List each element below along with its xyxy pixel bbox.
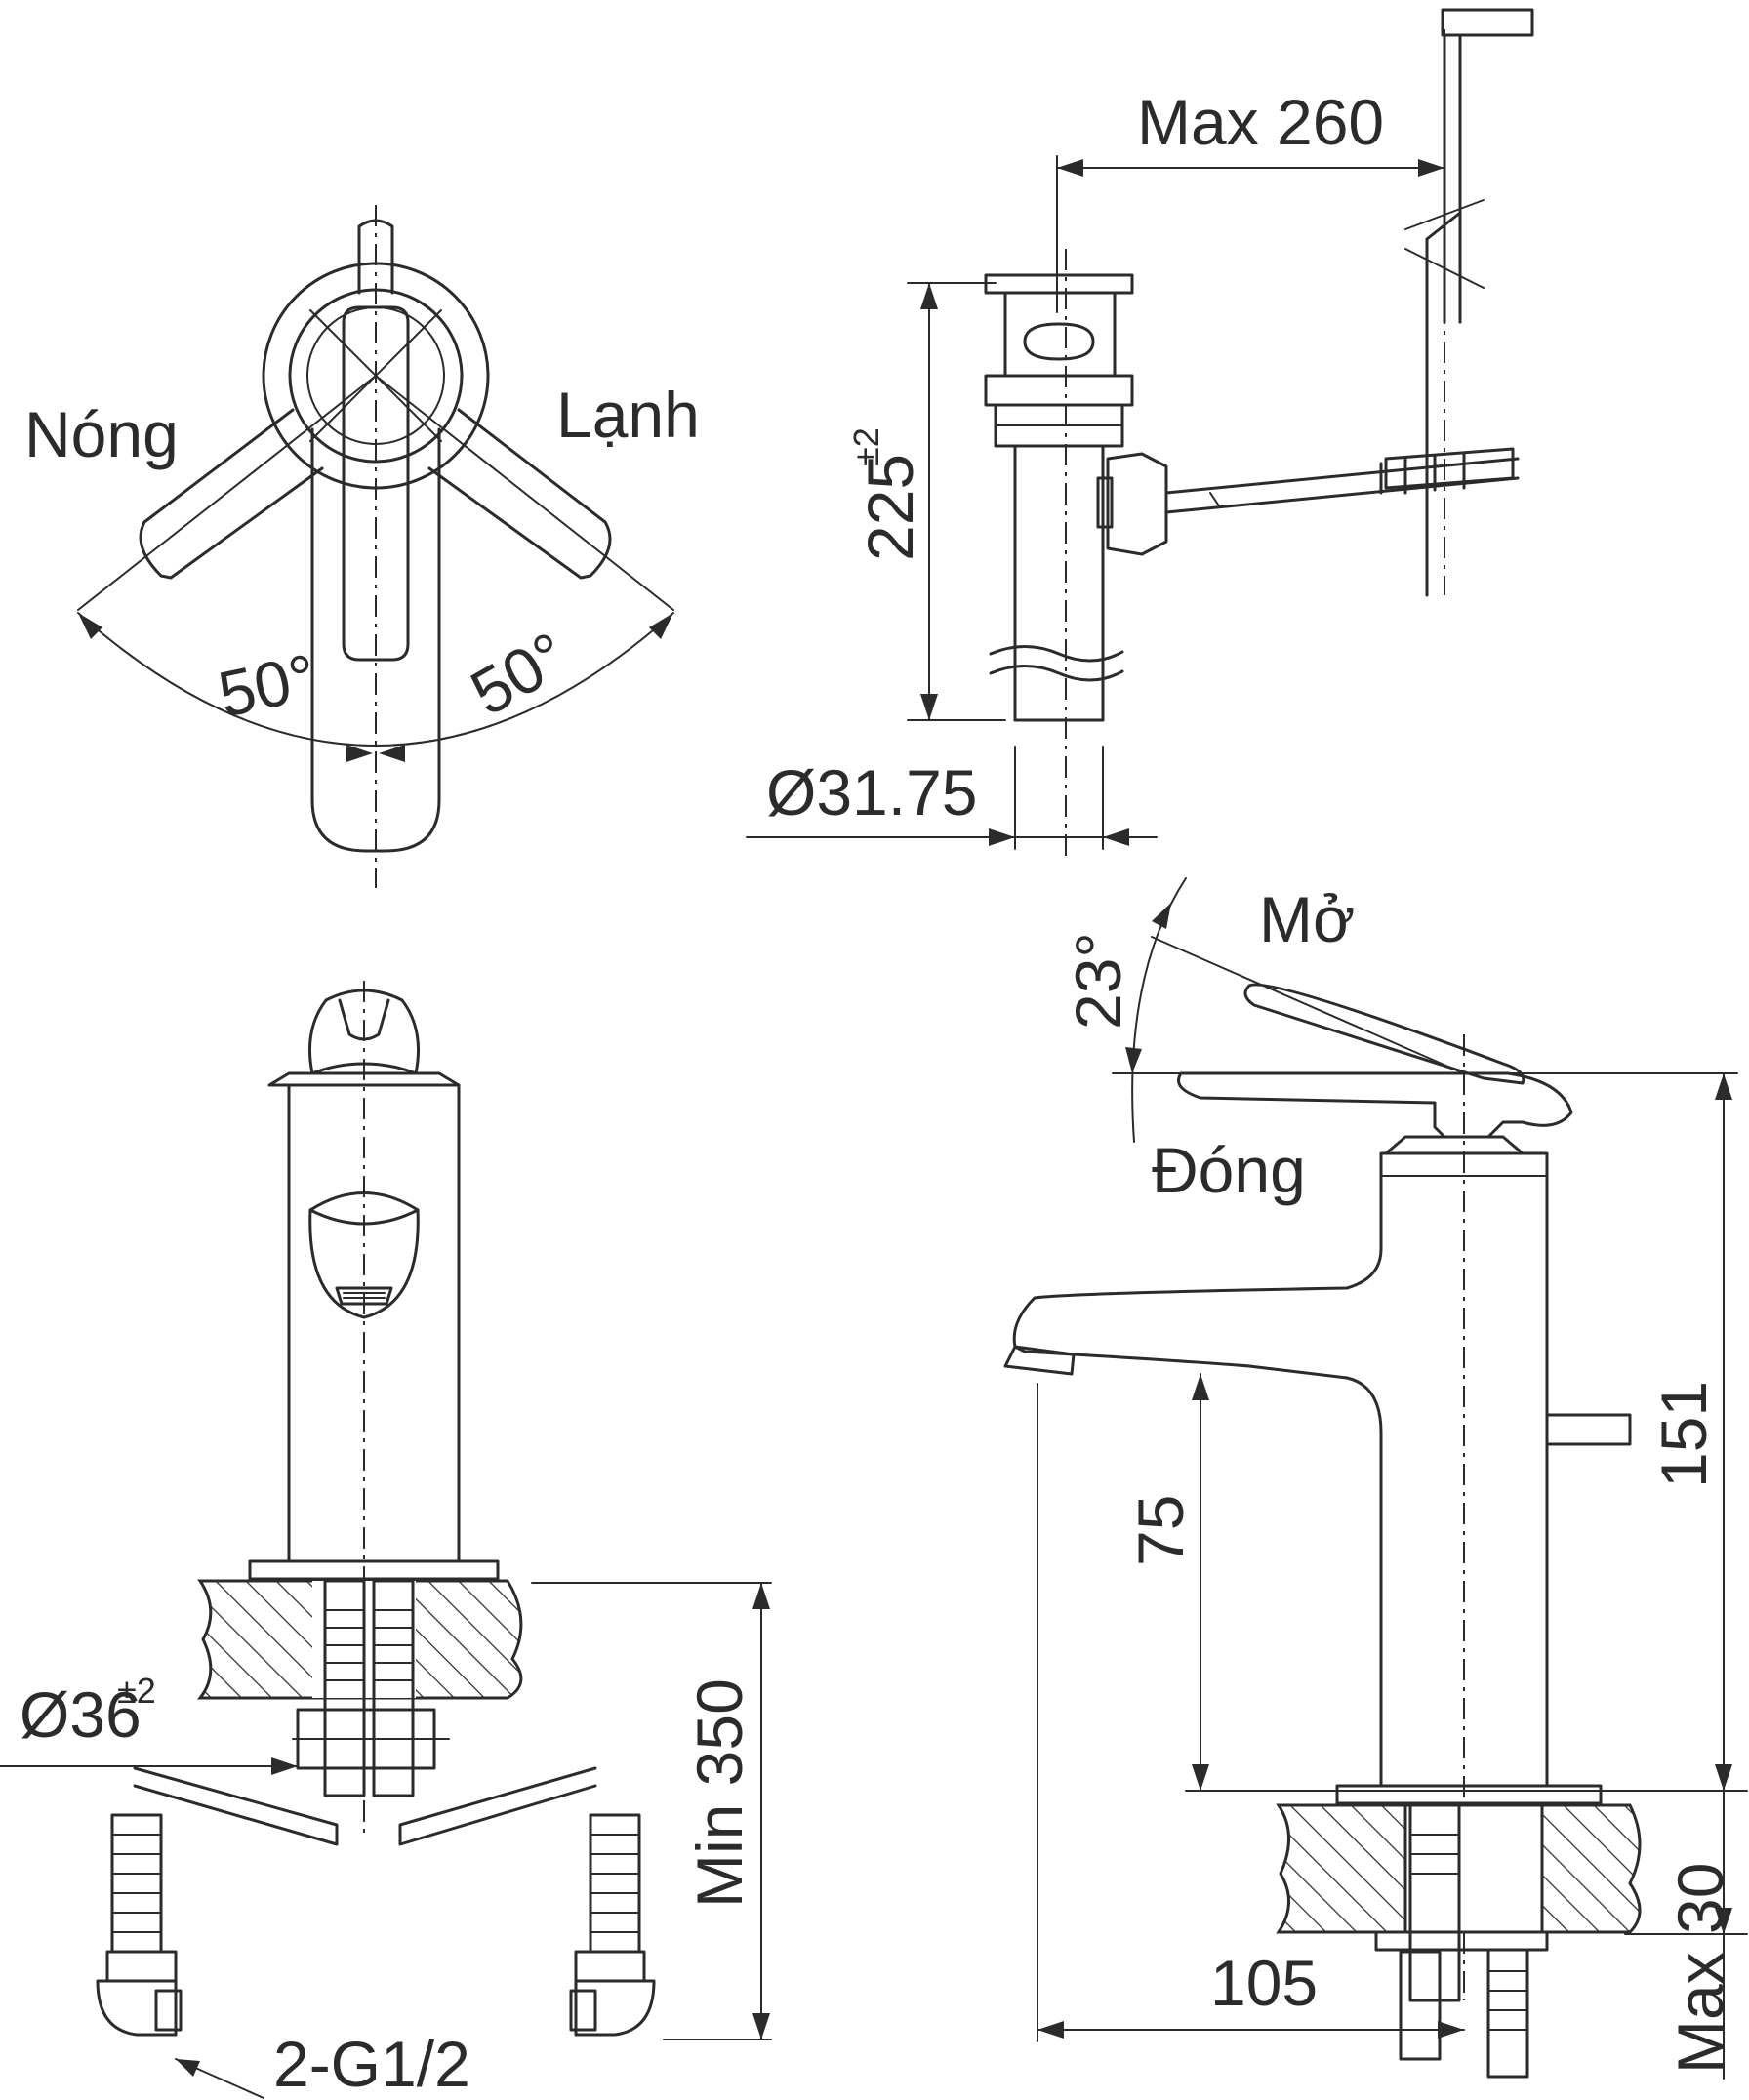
label-tol-36: ±2 bbox=[117, 1671, 156, 1711]
label-dia-3175: Ø31.75 bbox=[766, 756, 978, 828]
label-closed: Đóng bbox=[1152, 1134, 1306, 1206]
label-angle-right: 50° bbox=[459, 618, 579, 729]
label-angle-left: 50° bbox=[213, 640, 323, 731]
top-view bbox=[77, 205, 674, 888]
label-angle-23: 23° bbox=[1062, 932, 1134, 1030]
drain-view bbox=[984, 8, 1534, 859]
label-cold: Lạnh bbox=[556, 379, 700, 451]
angle-arc-23 bbox=[1131, 877, 1187, 1143]
label-dia-36: Ø36 bbox=[20, 1678, 142, 1751]
label-dim-105: 105 bbox=[1210, 1947, 1318, 2019]
label-dim-225: 225 bbox=[854, 454, 926, 561]
label-thread: 2-G1/2 bbox=[273, 2028, 470, 2100]
label-min-350: Min 350 bbox=[683, 1678, 755, 1908]
label-tol-225: ±2 bbox=[846, 427, 886, 466]
front-view bbox=[96, 981, 656, 2037]
label-open: Mở bbox=[1259, 883, 1355, 955]
construction-open-line bbox=[1151, 936, 1465, 1074]
label-dim-151: 151 bbox=[1647, 1381, 1720, 1488]
label-hot: Nóng bbox=[24, 398, 179, 470]
label-max-30: Max 30 bbox=[1664, 1863, 1736, 2074]
label-dim-75: 75 bbox=[1124, 1495, 1197, 1566]
side-view bbox=[1003, 983, 1642, 2079]
label-max-260: Max 260 bbox=[1137, 86, 1384, 158]
